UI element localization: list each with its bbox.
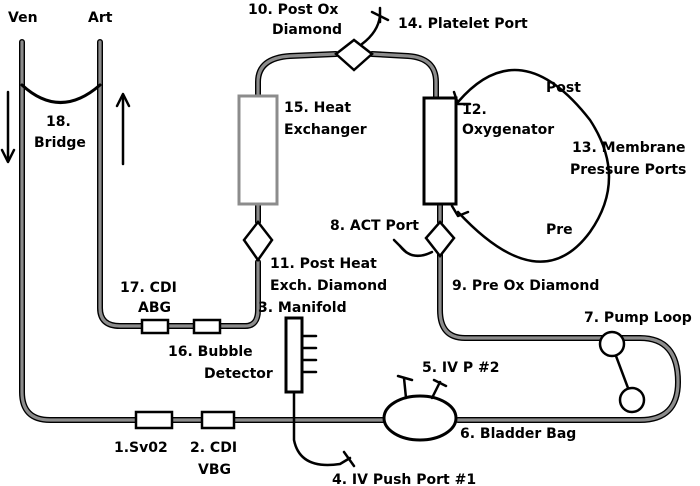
- iv-push-port-line: [292, 390, 352, 467]
- oxygenator: [422, 96, 458, 206]
- label-post: Post: [546, 80, 581, 96]
- label-iv-push-port: 4. IV Push Port #1: [332, 472, 476, 486]
- label-cdi-abg-1: 17. CDI: [120, 280, 177, 296]
- label-oxygenator-2: Oxygenator: [462, 122, 554, 138]
- label-platelet-port: 14. Platelet Port: [398, 16, 528, 32]
- label-ven: Ven: [8, 10, 38, 26]
- label-art: Art: [88, 10, 113, 26]
- manifold: [284, 316, 304, 394]
- heat-exchanger: [237, 94, 279, 206]
- arterial-flow-arrow: [115, 92, 131, 166]
- venous-flow-arrow: [0, 90, 16, 164]
- label-pre-ox-diamond: 9. Pre Ox Diamond: [452, 278, 599, 294]
- post-heat-exch-diamond: [242, 219, 274, 263]
- membrane-pressure-line: [456, 68, 611, 263]
- bridge-curve: [20, 83, 102, 104]
- pre-ox-diamond: [424, 220, 456, 259]
- label-pump-loop: 7. Pump Loop: [584, 310, 692, 326]
- label-bubble-1: 16. Bubble: [168, 344, 253, 360]
- label-post-ox-1: 10. Post Ox: [248, 2, 338, 18]
- label-post-heat-2: Exch. Diamond: [270, 278, 387, 294]
- label-cdi-abg-2: ABG: [138, 300, 171, 316]
- label-act-port: 8. ACT Port: [330, 218, 419, 234]
- svo2-box: [134, 410, 174, 430]
- bladder-bag: [382, 394, 458, 442]
- label-cdi-vbg-1: 2. CDI: [190, 440, 237, 456]
- label-membrane-2: Pressure Ports: [570, 162, 686, 178]
- label-post-heat-1: 11. Post Heat: [270, 256, 377, 272]
- label-bubble-2: Detector: [204, 366, 273, 382]
- pump-roller-top: [598, 330, 626, 358]
- circuit-tubing: [19, 39, 681, 423]
- label-bridge-num: 18.: [46, 114, 71, 130]
- label-bridge: Bridge: [34, 135, 86, 151]
- label-svo2: 1.Sv02: [114, 440, 168, 456]
- pump-roller-bottom: [618, 386, 646, 414]
- cdi-vbg-box: [200, 410, 236, 430]
- platelet-port-line: [360, 14, 382, 46]
- label-bladder-bag: 6. Bladder Bag: [460, 426, 576, 442]
- label-post-ox-2: Diamond: [272, 22, 342, 38]
- label-oxygenator-1: 12.: [462, 102, 487, 118]
- label-heat-exchanger-2: Exchanger: [284, 122, 367, 138]
- label-iv-p2: 5. IV P #2: [422, 360, 499, 376]
- label-pre: Pre: [546, 222, 573, 238]
- cdi-abg-box: [140, 318, 170, 335]
- label-cdi-vbg-2: VBG: [198, 462, 231, 478]
- label-heat-exchanger-1: 15. Heat: [284, 100, 351, 116]
- post-ox-diamond: [334, 38, 374, 72]
- bubble-detector-box: [192, 318, 222, 335]
- label-membrane-1: 13. Membrane: [572, 140, 686, 156]
- label-manifold: 3. Manifold: [258, 300, 347, 316]
